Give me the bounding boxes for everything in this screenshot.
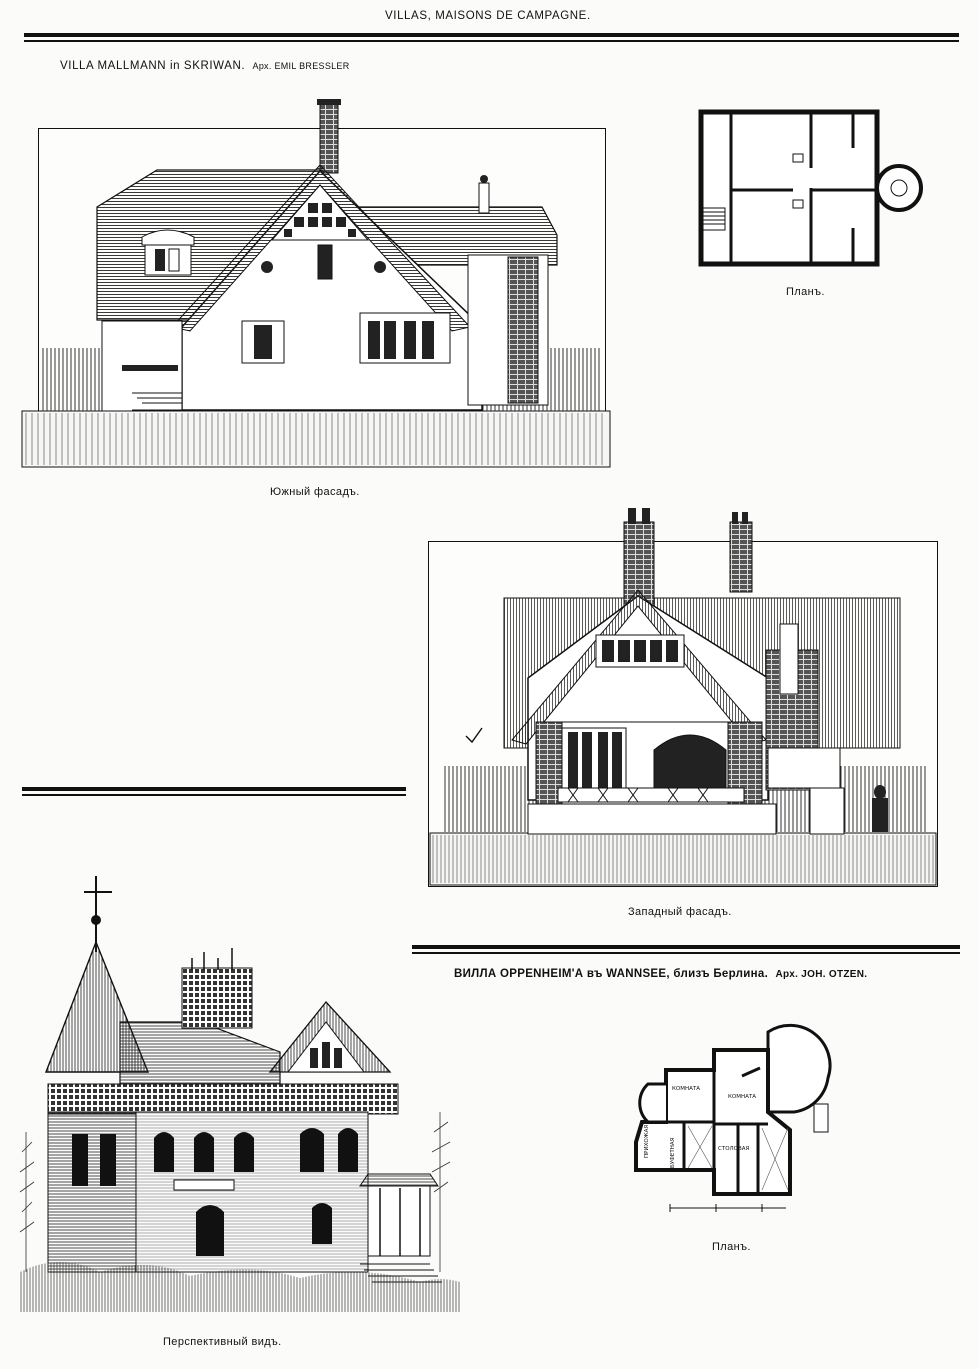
villa-mallmann-plan-caption: Планъ.: [786, 286, 825, 298]
perspective-caption: Перспективный видъ.: [163, 1336, 282, 1348]
villa-mallmann-plan: [698, 109, 923, 267]
villa-mallmann-name: VILLA MALLMANN in SKRIWAN.: [60, 60, 246, 72]
villa-mallmann-architect: Арх. EMIL BRESSLER: [252, 61, 350, 71]
header-rule-thin: [24, 40, 959, 42]
villa-oppenheim-name: ВИЛЛА OPPENHEIM'А въ WANNSEE, близъ Берл…: [454, 968, 769, 980]
left-mid-rule-thin: [22, 794, 406, 796]
south-facade-caption: Южный фасадъ.: [270, 486, 360, 498]
plan-room-komnata-1: КОМНАТА: [672, 1086, 700, 1092]
plan-room-komnata-2: КОМНАТА: [728, 1094, 756, 1100]
villa-oppenheim-architect: Арх. JOH. OTZEN.: [775, 969, 868, 980]
right-mid-rule-thick: [412, 945, 960, 949]
south-facade-drawing: [21, 99, 611, 468]
west-facade-drawing: [429, 508, 937, 886]
oppenheim-perspective-drawing: [19, 876, 460, 1312]
villa-mallmann-title: VILLA MALLMANN in SKRIWAN. Арх. EMIL BRE…: [60, 60, 350, 72]
plan-room-bufetnaya: БУФЕТНАЯ: [670, 1137, 676, 1168]
plan-room-stolovaya: СТОЛОВАЯ: [718, 1146, 750, 1152]
villa-oppenheim-plan-caption: Планъ.: [712, 1241, 751, 1253]
page-header: VILLAS, MAISONS DE CAMPAGNE.: [385, 10, 591, 22]
plan-room-prihozhaya: ПРИХОЖАЯ: [644, 1125, 650, 1158]
west-facade-caption: Западный фасадъ.: [628, 906, 732, 918]
villa-oppenheim-plan: КОМНАТА КОМНАТА СТОЛОВАЯ БУФЕТНАЯ ПРИХОЖ…: [634, 1023, 832, 1212]
left-mid-rule-thick: [22, 787, 406, 791]
right-mid-rule-thin: [412, 952, 960, 954]
header-rule-thick: [24, 33, 959, 37]
villa-oppenheim-title: ВИЛЛА OPPENHEIM'А въ WANNSEE, близъ Берл…: [454, 968, 867, 980]
